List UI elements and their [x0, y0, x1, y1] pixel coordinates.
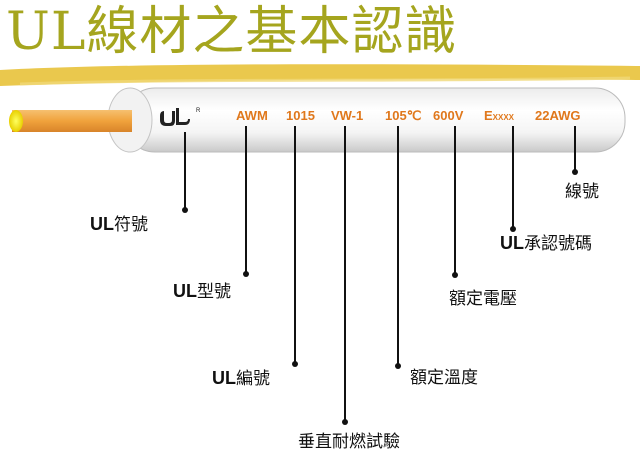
conductor-end: [9, 110, 23, 132]
label-ul-number-prefix: UL: [212, 368, 236, 388]
label-ul-symbol: UL符號: [90, 214, 148, 235]
label-ul-symbol-text: 符號: [114, 215, 148, 235]
marking-file-rest: XXXX: [492, 113, 515, 122]
marking-file-prefix: E: [484, 108, 493, 123]
marking-temp: 105℃: [385, 108, 422, 123]
label-ul-number: UL編號: [212, 368, 270, 389]
label-gauge-text: 線號: [565, 182, 599, 202]
marking-volt: 600V: [433, 108, 464, 123]
label-rated-temp-text: 額定溫度: [410, 368, 478, 388]
marking-flame: VW-1: [331, 108, 364, 123]
label-flame-test: 垂直耐燃試驗: [298, 432, 400, 452]
label-ul-file-text: 承認號碼: [524, 234, 592, 254]
label-ul-number-text: 編號: [236, 369, 270, 389]
marking-awm: AWM: [236, 108, 268, 123]
marking-file-no: EXXXX: [484, 108, 514, 123]
marking-gauge: 22AWG: [535, 108, 581, 123]
label-ul-type-text: 型號: [197, 282, 231, 302]
label-rated-volt: 額定電壓: [449, 289, 517, 309]
page-title: UL線材之基本認識: [6, 2, 458, 62]
label-ul-file-prefix: UL: [500, 233, 524, 253]
label-ul-type-prefix: UL: [173, 281, 197, 301]
label-ul-file: UL承認號碼: [500, 233, 592, 254]
label-ul-symbol-prefix: UL: [90, 214, 114, 234]
marking-style-no: 1015: [286, 108, 315, 123]
label-rated-temp: 額定溫度: [410, 368, 478, 388]
label-gauge: 線號: [565, 182, 599, 202]
label-flame-test-text: 垂直耐燃試驗: [298, 432, 400, 452]
label-rated-volt-text: 額定電壓: [449, 289, 517, 309]
label-ul-type: UL型號: [173, 281, 231, 302]
svg-text:R: R: [196, 108, 201, 114]
conductor: [12, 110, 132, 132]
ul-mark-icon: R: [160, 108, 201, 126]
